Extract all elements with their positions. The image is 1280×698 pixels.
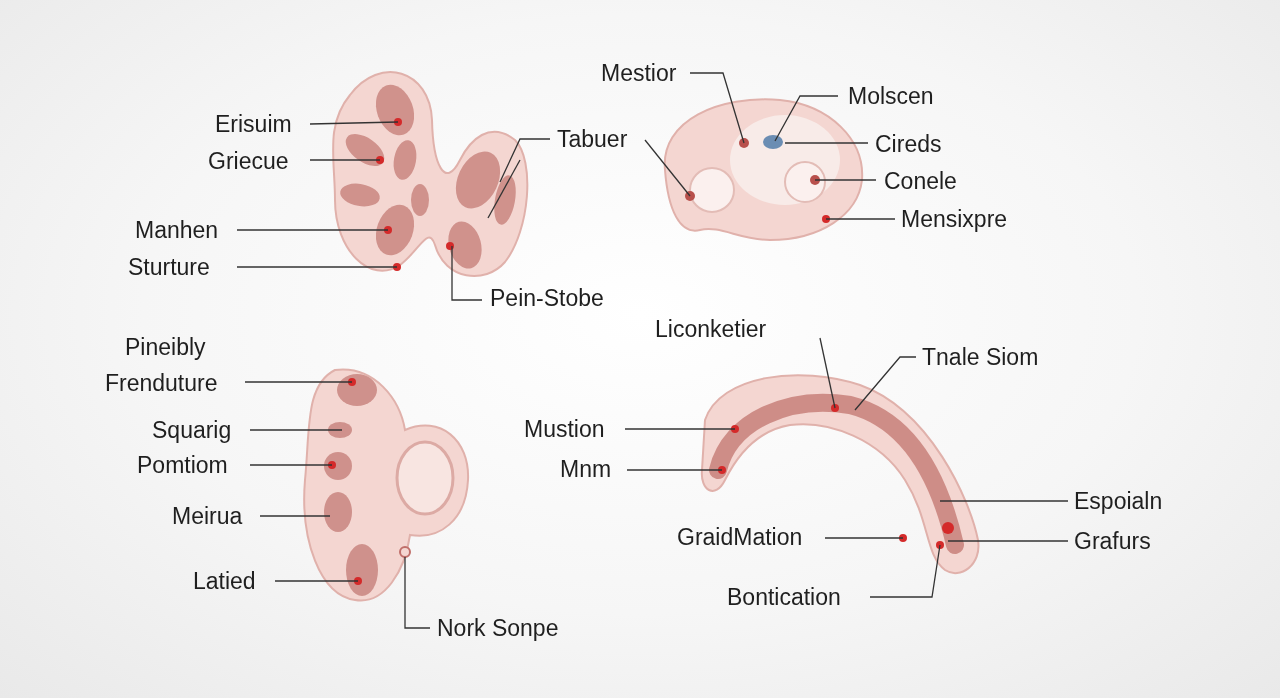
organ-chambers xyxy=(324,374,378,596)
organ-outline xyxy=(304,370,468,601)
part-label: Bontication xyxy=(727,584,841,610)
part-label: Pineibly xyxy=(125,334,206,360)
part-label: Liconketier xyxy=(655,316,766,342)
organ-top-left xyxy=(333,72,527,276)
part-label: Mestior xyxy=(601,60,676,86)
part-label: GraidMation xyxy=(677,524,802,550)
organ-chamber xyxy=(785,162,825,202)
part-label: Frenduture xyxy=(105,370,218,396)
part-label: Conele xyxy=(884,168,957,194)
part-label: Mustion xyxy=(524,416,605,442)
organ-lumen xyxy=(718,403,955,545)
organ-chamber xyxy=(730,115,840,205)
organ-bottom-left xyxy=(304,370,468,601)
part-label: Latied xyxy=(193,568,256,594)
part-label: Grafurs xyxy=(1074,528,1151,554)
organ-chambers xyxy=(338,79,519,272)
part-label: Nork Sonpe xyxy=(437,615,558,641)
part-label: Sturture xyxy=(128,254,210,280)
part-label: Manhen xyxy=(135,217,218,243)
marker-dots xyxy=(685,138,820,201)
part-label: Molscen xyxy=(848,83,934,109)
organ-outline xyxy=(333,72,527,276)
part-label: Erisuim xyxy=(215,111,292,137)
part-label: Tabuer xyxy=(557,126,627,152)
part-label: Cireds xyxy=(875,131,941,157)
marker-dots xyxy=(376,118,454,271)
part-label: Tnale Siom xyxy=(922,344,1038,370)
part-label: Mnm xyxy=(560,456,611,482)
part-label: Pein-Stobe xyxy=(490,285,604,311)
part-label: Pomtiom xyxy=(137,452,228,478)
marker-dots xyxy=(328,378,362,585)
organ-ring xyxy=(397,442,453,514)
blue-spot xyxy=(763,135,783,149)
part-label: Espoialn xyxy=(1074,488,1162,514)
part-label: Squarig xyxy=(152,417,231,443)
marker-ring xyxy=(400,547,410,557)
part-label: Meirua xyxy=(172,503,242,529)
part-label: Griecue xyxy=(208,148,289,174)
leader-lines xyxy=(237,73,1068,628)
organ-chamber xyxy=(690,168,734,212)
part-label: Mensixpre xyxy=(901,206,1007,232)
